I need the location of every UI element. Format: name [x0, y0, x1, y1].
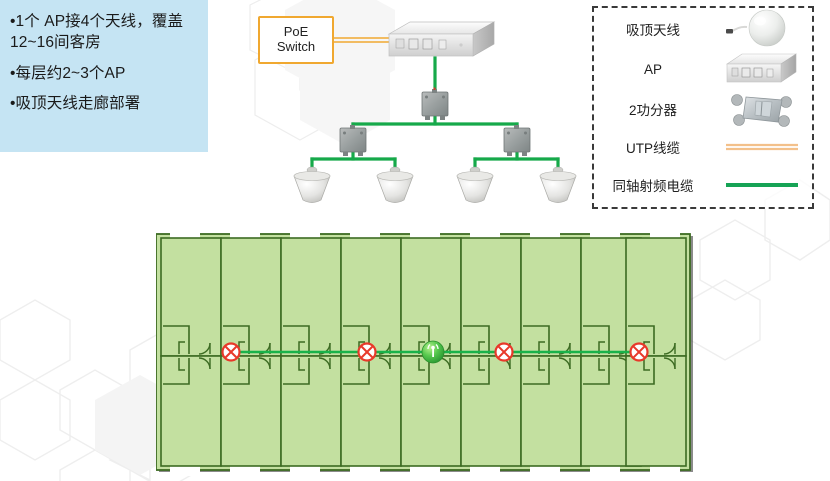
ceiling-antenna-icon [712, 9, 812, 48]
callout-line-1: •1个 AP接4个天线，覆盖12~16间客房 [10, 13, 184, 51]
room-row-bottom [160, 355, 687, 467]
callout-line-3: •吸顶天线走廊部署 [10, 94, 141, 112]
info-callout-box: •1个 AP接4个天线，覆盖12~16间客房 •每层约2~3个AP •吸顶天线走… [0, 0, 208, 152]
legend-label-ceiling-antenna: 吸顶天线 [626, 23, 680, 38]
splitter-node-right[interactable] [503, 125, 531, 156]
legend-label-splitter: 2功分器 [628, 103, 677, 118]
splitter-node-root[interactable] [421, 87, 449, 121]
ceiling-antenna-node-1[interactable] [293, 166, 331, 203]
ceiling-antenna-marker-1[interactable] [221, 342, 241, 362]
legend-item-ceiling-antenna: 吸顶天线 [594, 9, 812, 48]
utp-cable-link [334, 37, 390, 43]
top-facade-bays [170, 230, 680, 240]
utp-cable-line [712, 128, 812, 166]
splitter-node-left[interactable] [339, 125, 367, 156]
ceiling-antenna-marker-2[interactable] [357, 342, 377, 362]
ceiling-antenna-node-4[interactable] [539, 166, 577, 203]
coax-cable-line [712, 166, 812, 204]
bottom-facade-bays [170, 464, 680, 476]
ceiling-antenna-node-2[interactable] [376, 166, 414, 203]
legend-item-utp-cable: UTP线缆 [594, 128, 812, 166]
room-row-top [160, 237, 687, 357]
legend-panel: 吸顶天线 AP [592, 6, 814, 209]
ap-marker[interactable] [421, 340, 445, 364]
legend-item-ap: AP [594, 50, 812, 88]
ceiling-antenna-marker-4[interactable] [629, 342, 649, 362]
legend-item-coax-cable: 同轴射频电缆 [594, 166, 812, 204]
splitter-icon [712, 90, 812, 128]
legend-label-coax-cable: 同轴射频电缆 [612, 179, 694, 194]
network-topology-diagram: PoE Switch [250, 0, 590, 212]
callout-line-2: •每层约2~3个AP [10, 65, 126, 83]
ap-device-node[interactable] [387, 21, 496, 57]
ceiling-antenna-marker-3[interactable] [494, 342, 514, 362]
ap-device-icon [712, 50, 812, 88]
legend-label-ap: AP [643, 61, 662, 77]
ceiling-antenna-node-3[interactable] [456, 166, 494, 203]
hotel-floor-plan [156, 230, 695, 477]
legend-item-splitter: 2功分器 [594, 90, 812, 128]
legend-label-utp-cable: UTP线缆 [626, 141, 680, 156]
